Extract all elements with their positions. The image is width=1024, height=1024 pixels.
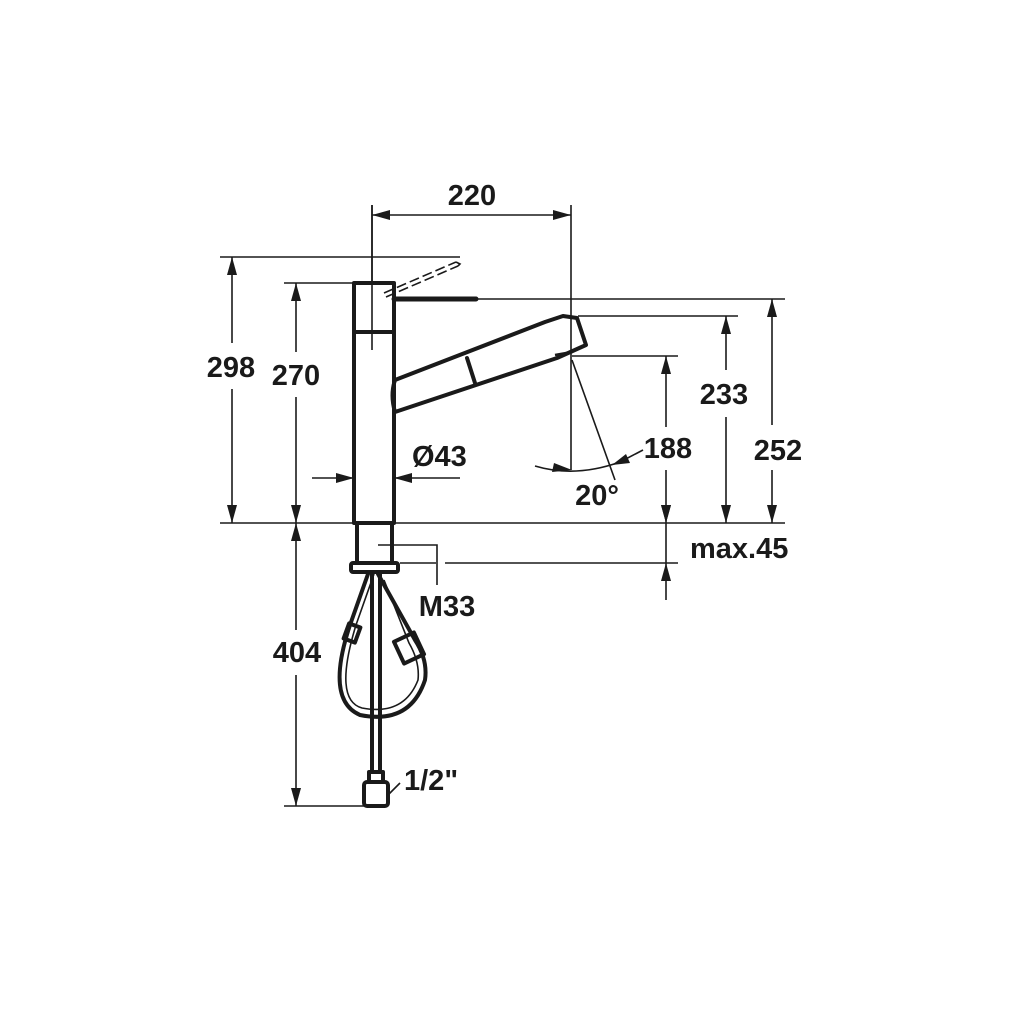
hose-coupler-right	[391, 630, 427, 666]
label-swivel-angle: 20°	[575, 480, 619, 512]
dim-mounting-thread: M33	[378, 544, 475, 623]
label-body-height: 270	[272, 360, 320, 392]
label-spout-height: 233	[700, 379, 748, 411]
dim-body-height: 270	[272, 282, 354, 523]
dim-total-height-lever-up: 298	[207, 256, 460, 523]
shank	[355, 521, 394, 565]
dim-spout-reach: 220	[371, 180, 572, 470]
hose-coupler-left	[341, 621, 363, 645]
label-lever-height: 252	[754, 435, 802, 467]
label-total-height: 298	[207, 352, 255, 384]
spout-outline	[390, 314, 588, 414]
dim-body-diameter: Ø43	[312, 441, 467, 483]
label-hose-length: 404	[273, 637, 321, 669]
label-connection-size: 1/2"	[404, 765, 458, 797]
lever-raised-ghost	[383, 261, 462, 298]
dim-outlet-height: 188	[572, 355, 692, 600]
label-max-deck-thickness: max.45	[690, 533, 788, 565]
pullout-hose-inner	[345, 573, 420, 711]
mounting-shank	[349, 521, 400, 574]
faucet-column	[352, 281, 396, 525]
pull-out-spout	[390, 314, 588, 414]
spout-joint	[465, 356, 477, 385]
label-mounting-thread: M33	[419, 591, 475, 623]
spray-head-tip	[554, 350, 573, 357]
pullout-hose-loop	[337, 572, 428, 719]
dim-lever-height: 252	[476, 298, 802, 523]
label-spout-reach: 220	[448, 180, 496, 212]
mounting-nut	[349, 561, 400, 574]
dim-hose-length: 404	[273, 523, 364, 807]
supply-hoses	[337, 572, 428, 808]
dim-swivel-angle: 20°	[534, 359, 644, 512]
label-body-diameter: Ø43	[412, 441, 467, 473]
connector-nut-hole	[372, 789, 380, 795]
dim-spout-height: 233	[578, 315, 748, 523]
dim-max-deck-thickness: max.45	[400, 505, 788, 581]
label-outlet-height: 188	[644, 433, 692, 465]
dim-connection-size: 1/2"	[387, 765, 458, 797]
